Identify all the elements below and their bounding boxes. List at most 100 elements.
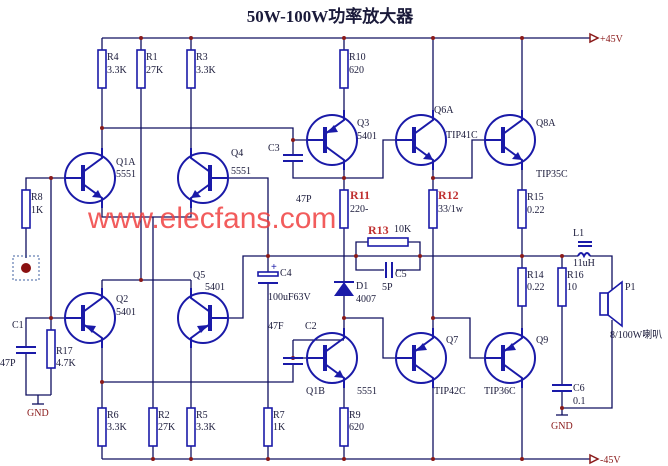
resistor-r2-icon [148,407,158,447]
component-label: R2 [158,410,170,421]
component-label: 0.22 [527,205,545,216]
component-label: R1 [146,52,158,63]
resistor-r4-icon [97,49,107,89]
schematic-title: 50W-100W功率放大器 [247,6,415,26]
resistor-r10-icon [339,49,349,89]
component-label: 47P [0,358,16,369]
resistor-r8-icon [21,189,31,229]
resistor-r12-icon [428,189,438,229]
component-label: D1 [356,281,368,292]
capacitor-c3-icon [282,154,304,162]
capacitor-c5-icon [384,262,396,278]
resistor-r1-icon [136,49,146,89]
component-label: 5P [382,282,393,293]
resistor-r5-icon [186,407,196,447]
component-label: 0.22 [527,282,545,293]
resistor-r9-icon [339,407,349,447]
component-label: R3 [196,52,208,63]
svg-text:+: + [271,262,277,273]
resistor-r6-icon [97,407,107,447]
positive-rail-label: +45V [600,34,624,45]
resistor-r17-icon [46,329,56,369]
component-label: 5401 [357,131,377,142]
component-label: 5401 [116,307,136,318]
component-label: 3.3K [196,422,217,433]
component-label: 10K [394,224,412,235]
component-label: R10 [349,52,366,63]
component-label: TIP42C [434,386,466,397]
transistor-q9-icon [483,326,537,390]
component-label: R9 [349,410,361,421]
component-label: 4.7K [56,358,77,369]
ground-label-right: GND [551,421,573,432]
component-label: Q1A [116,157,136,168]
component-label: 27K [146,65,164,76]
component-label: C2 [305,321,317,332]
component-label: R16 [567,270,584,281]
component-label: 5551 [357,386,377,397]
transistor-q7-icon [394,326,448,390]
component-label: 3.3K [107,65,128,76]
ground-label-left: GND [27,408,49,419]
resistor-r13-icon [367,237,409,247]
transistor-q5-icon [176,286,230,350]
component-label: Q2 [116,294,128,305]
component-label: 0.1 [573,396,586,407]
component-label: R13 [368,223,389,237]
component-label: 33/1w [438,204,464,215]
input-terminal[interactable] [12,255,40,281]
component-label: 27K [158,422,176,433]
component-label: R6 [107,410,119,421]
component-label: C5 [395,269,407,280]
component-label: R12 [438,188,459,202]
component-label: 3.3K [196,65,217,76]
component-label: C6 [573,383,585,394]
positive-rail-arrow-icon [589,32,600,44]
component-label: 47F [268,321,284,332]
component-label: Q1B [306,386,325,397]
component-label: 1K [273,422,286,433]
component-label: C3 [268,143,280,154]
component-label: R8 [31,192,43,203]
component-label: R14 [527,270,544,281]
component-label: Q5 [193,270,205,281]
component-label: 220- [350,204,368,215]
component-label: R4 [107,52,119,63]
component-label: 5551 [116,169,136,180]
resistor-r7-icon [263,407,273,447]
transistor-q6a-icon [394,108,448,172]
component-label: Q6A [434,105,454,116]
component-label: 100uF63V [268,292,312,303]
component-label: 620 [349,65,364,76]
resistor-r16-icon [557,267,567,307]
capacitor-c1-icon [15,346,37,354]
component-label: 10 [567,282,577,293]
diode-d1-icon [334,281,354,296]
transistor-q3-icon [305,108,359,172]
component-label: L1 [573,228,584,239]
component-label: Q7 [446,335,458,346]
capacitor-c2-icon [282,357,304,365]
component-label: Q8A [536,118,556,129]
resistor-r3-icon [186,49,196,89]
component-label: C1 [12,320,24,331]
transistor-q2-icon [63,286,117,350]
transistor-q8a-icon [483,108,537,172]
component-label: 3.3K [107,422,128,433]
capacitor-c6-icon [551,384,573,392]
component-label: P1 [625,282,636,293]
component-label: 620 [349,422,364,433]
junction-dots [49,36,564,461]
resistor-r15-icon [517,189,527,229]
component-label: R7 [273,410,285,421]
capacitor-c4-icon: + [257,262,279,284]
component-label: TIP35C [536,169,568,180]
resistor-r14-icon [517,267,527,307]
component-label: 11uH [573,258,595,269]
negative-rail-label: -45V [600,455,621,466]
watermark: www.elecfans.com [87,202,336,235]
transistor-q1b-icon [305,326,359,390]
